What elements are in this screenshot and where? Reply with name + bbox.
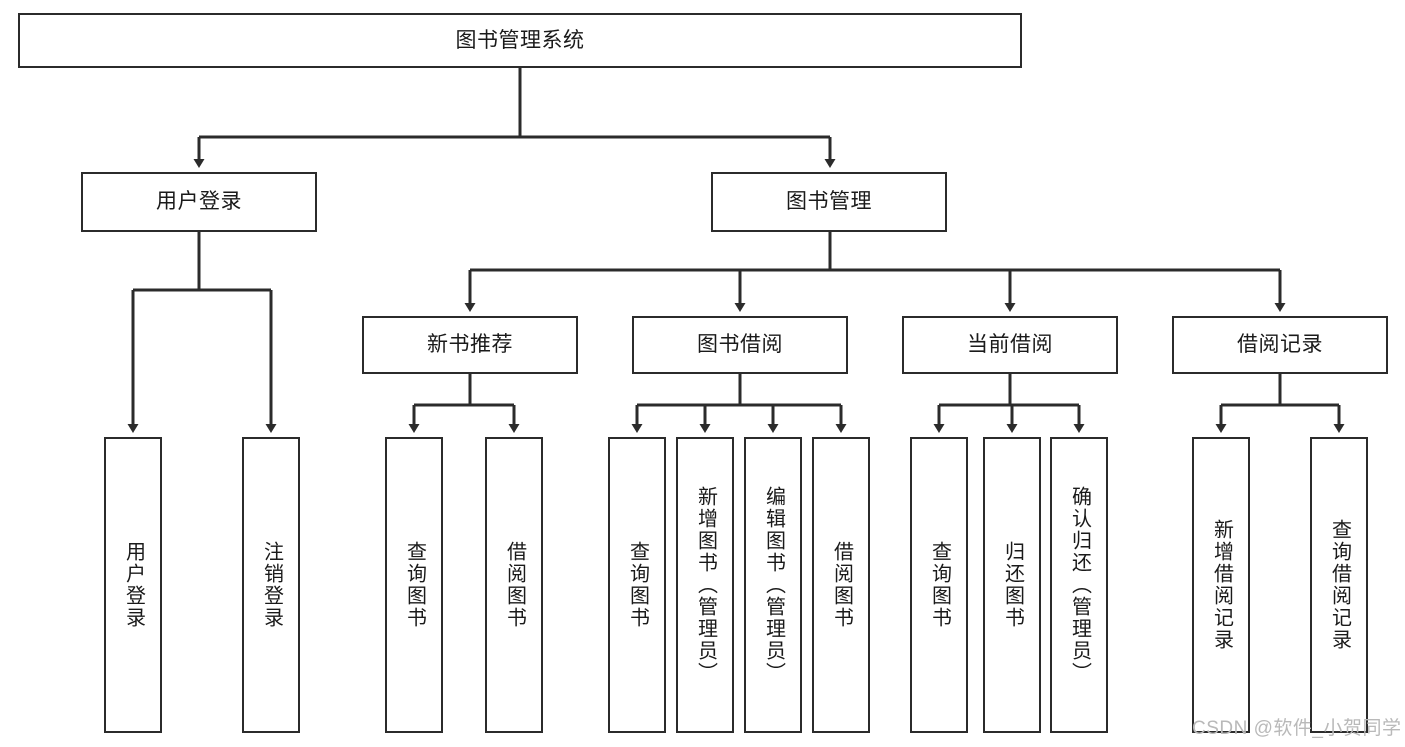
leaf-rec-search[interactable]: 查询借阅记录 [1310, 437, 1368, 733]
node-book-manage-label: 图书管理 [786, 190, 872, 214]
leaf-user-login-label: 用户登录 [122, 541, 145, 629]
leaf-rec-borrow-label: 借阅图书 [503, 541, 526, 629]
node-current-borrow-label: 当前借阅 [967, 333, 1053, 357]
node-new-book-rec[interactable]: 新书推荐 [362, 316, 578, 374]
leaf-rec-borrow[interactable]: 借阅图书 [485, 437, 543, 733]
leaf-borrow-query[interactable]: 查询图书 [608, 437, 666, 733]
leaf-borrow-do-label: 借阅图书 [830, 541, 853, 629]
leaf-borrow-add-label: 新增图书（管理员） [694, 486, 717, 684]
watermark: CSDN @软件_小贺同学 [1192, 718, 1402, 739]
leaf-cur-return-label: 归还图书 [1001, 541, 1024, 629]
node-root-label: 图书管理系统 [455, 28, 585, 52]
leaf-rec-search-label: 查询借阅记录 [1328, 519, 1351, 651]
node-user-login-label: 用户登录 [156, 190, 242, 214]
leaf-borrow-edit-label: 编辑图书（管理员） [762, 486, 785, 684]
leaf-user-login[interactable]: 用户登录 [104, 437, 162, 733]
leaf-rec-add[interactable]: 新增借阅记录 [1192, 437, 1250, 733]
node-book-borrow-label: 图书借阅 [697, 333, 783, 357]
node-borrow-record-label: 借阅记录 [1237, 333, 1323, 357]
leaf-cur-confirm[interactable]: 确认归还（管理员） [1050, 437, 1108, 733]
leaf-user-logout[interactable]: 注销登录 [242, 437, 300, 733]
leaf-borrow-edit[interactable]: 编辑图书（管理员） [744, 437, 802, 733]
node-book-borrow[interactable]: 图书借阅 [632, 316, 848, 374]
leaf-rec-query[interactable]: 查询图书 [385, 437, 443, 733]
node-root[interactable]: 图书管理系统 [18, 13, 1022, 68]
node-current-borrow[interactable]: 当前借阅 [902, 316, 1118, 374]
node-borrow-record[interactable]: 借阅记录 [1172, 316, 1388, 374]
leaf-cur-confirm-label: 确认归还（管理员） [1068, 486, 1091, 684]
leaf-rec-add-label: 新增借阅记录 [1210, 519, 1233, 651]
node-new-book-rec-label: 新书推荐 [427, 333, 513, 357]
leaf-borrow-query-label: 查询图书 [626, 541, 649, 629]
leaf-cur-return[interactable]: 归还图书 [983, 437, 1041, 733]
leaf-borrow-do[interactable]: 借阅图书 [812, 437, 870, 733]
leaf-cur-query-label: 查询图书 [928, 541, 951, 629]
leaf-user-logout-label: 注销登录 [260, 541, 283, 629]
node-user-login[interactable]: 用户登录 [81, 172, 317, 232]
node-book-manage[interactable]: 图书管理 [711, 172, 947, 232]
leaf-cur-query[interactable]: 查询图书 [910, 437, 968, 733]
leaf-borrow-add[interactable]: 新增图书（管理员） [676, 437, 734, 733]
leaf-rec-query-label: 查询图书 [403, 541, 426, 629]
